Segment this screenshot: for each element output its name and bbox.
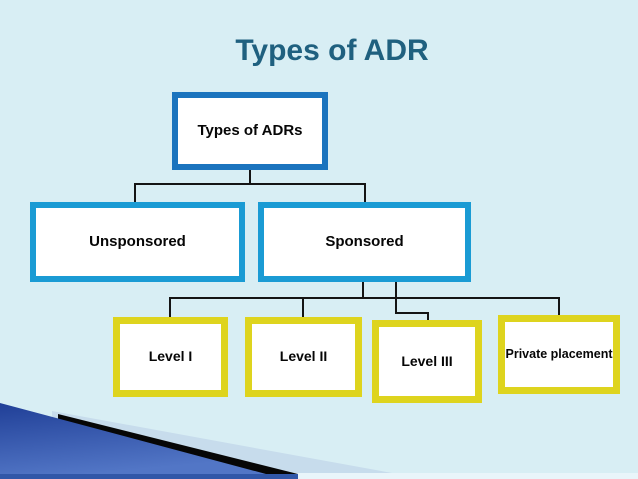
node-types-of-adrs: Types of ADRs (172, 92, 328, 170)
node-types-of-adrs-label: Types of ADRs (197, 121, 303, 139)
blue-gradient-wedge (0, 403, 266, 474)
node-level-ii-label: Level II (279, 348, 328, 365)
bottom-strip-blue (0, 474, 298, 479)
node-private-placement: Private placement (498, 315, 620, 394)
node-sponsored-label: Sponsored (325, 232, 404, 250)
node-level-i: Level I (113, 317, 228, 397)
bottom-strip-pale (0, 473, 638, 479)
node-level-iii-label: Level III (401, 352, 453, 369)
slide-title: Types of ADR (235, 34, 429, 67)
node-unsponsored: Unsponsored (30, 202, 245, 282)
node-sponsored: Sponsored (258, 202, 471, 282)
node-private-placement-label: Private placement (505, 346, 613, 361)
node-unsponsored-label: Unsponsored (89, 232, 186, 250)
node-level-iii: Level III (372, 320, 482, 403)
node-level-ii: Level II (245, 317, 362, 397)
node-level-i-label: Level I (148, 348, 193, 365)
